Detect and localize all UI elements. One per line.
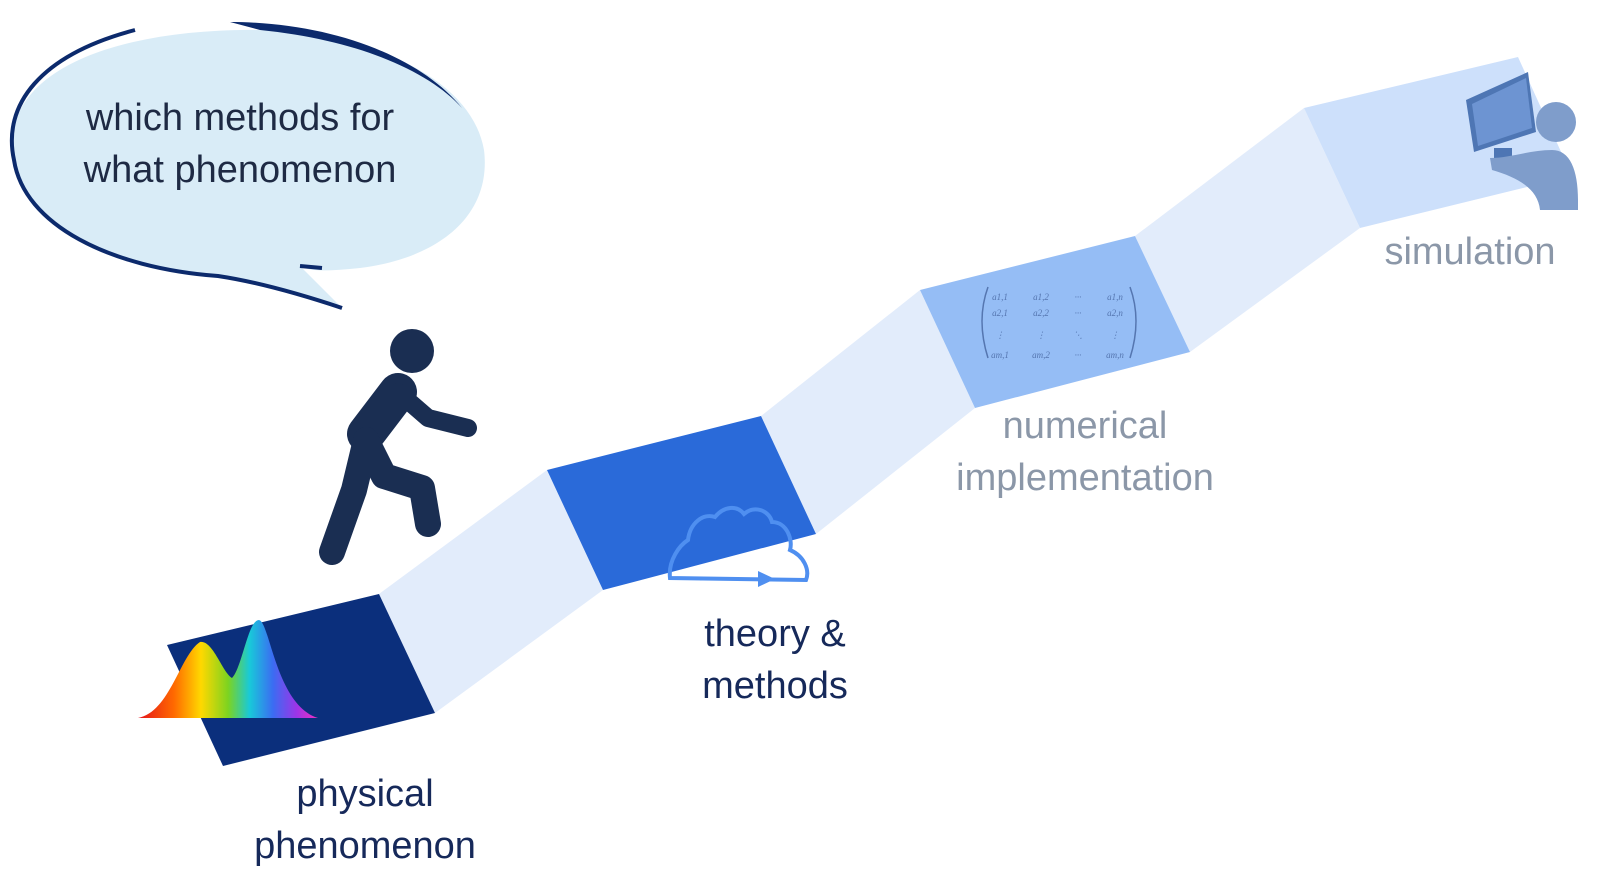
matrix-entry: ···	[1075, 350, 1082, 360]
walking-person-icon	[319, 329, 477, 565]
step-physical-phenomenon	[167, 594, 435, 766]
label-numerical-implementation: numerical implementation	[920, 400, 1250, 504]
spectrum-icon	[138, 620, 318, 718]
speech-bubble-line-2: what phenomenon	[83, 149, 397, 191]
label-physical-phenomenon: physical phenomenon	[210, 768, 520, 872]
wavy-loop-icon	[667, 506, 810, 587]
matrix-entry: a1,n	[1107, 292, 1123, 302]
computer-user-icon	[1466, 72, 1578, 210]
matrix-entry: ⋱	[1074, 330, 1083, 340]
speech-bubble-outline-left	[9, 28, 343, 310]
label-simulation-line-1: simulation	[1384, 231, 1556, 273]
label-physical-line-1: physical	[296, 773, 434, 815]
matrix-entry: am,2	[1032, 350, 1050, 360]
label-theory-line-1: theory &	[704, 613, 846, 655]
step-numerical-implementation	[920, 236, 1190, 408]
label-numerical-line-2: implementation	[956, 457, 1214, 499]
label-physical-line-2: phenomenon	[254, 825, 476, 867]
speech-bubble-text: which methods for what phenomenon	[40, 92, 440, 196]
speech-bubble	[11, 29, 485, 308]
connector-3	[1135, 108, 1360, 352]
label-theory-line-2: methods	[702, 665, 848, 707]
label-numerical-line-1: numerical	[1002, 405, 1168, 447]
speech-bubble-outline-right	[230, 22, 462, 108]
speech-bubble-notch	[299, 264, 323, 270]
matrix-entry: a1,2	[1033, 292, 1049, 302]
matrix-entry: a2,2	[1033, 308, 1049, 318]
matrix-entry: a1,1	[992, 292, 1008, 302]
matrix-entry: ···	[1075, 292, 1082, 302]
matrix-entry: am,n	[1106, 350, 1124, 360]
matrix-entry: a2,1	[992, 308, 1008, 318]
matrix-entry: ⋮	[1111, 330, 1120, 340]
matrix-icon: a1,1 a1,2 ··· a1,n a2,1 a2,2 ··· a2,n ⋮ ⋮ ⋱ ⋮ am,1 am…	[981, 286, 1137, 360]
matrix-entry: ⋮	[996, 330, 1005, 340]
connector-1	[379, 470, 603, 713]
matrix-entry: ⋮	[1037, 330, 1046, 340]
matrix-entry: a2,n	[1107, 308, 1123, 318]
matrix-entry: am,1	[991, 350, 1009, 360]
matrix-entry: ···	[1075, 308, 1082, 318]
label-theory-methods: theory & methods	[640, 608, 910, 712]
step-theory-methods	[547, 416, 816, 590]
connector-2	[761, 290, 975, 534]
speech-bubble-line-1: which methods for	[85, 97, 395, 139]
label-simulation: simulation	[1345, 226, 1595, 278]
